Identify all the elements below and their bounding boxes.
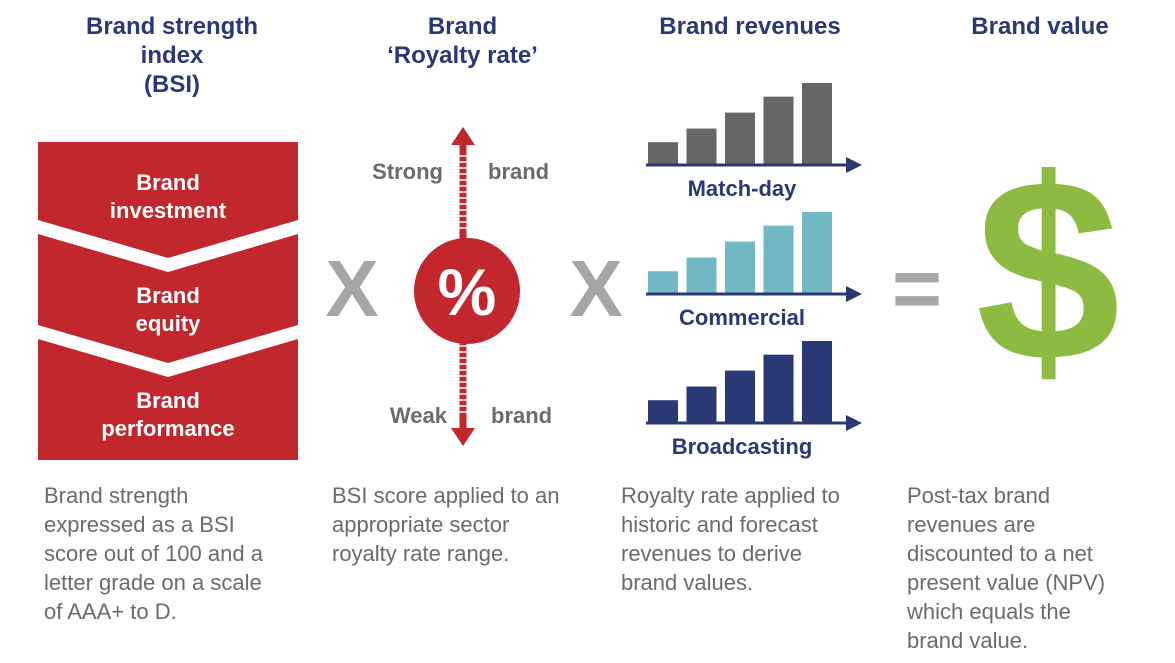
description-royalty-line-3: royalty rate range. xyxy=(332,541,510,566)
description-bsi: Brand strength expressed as a BSI score … xyxy=(44,481,314,626)
description-royalty-line-2: appropriate sector xyxy=(332,512,510,537)
bar-broadcasting-2 xyxy=(686,386,717,423)
bar-broadcasting-4 xyxy=(763,354,794,423)
dollar-icon: $ xyxy=(976,126,1121,416)
description-bsi-line-2: expressed as a BSI xyxy=(44,512,235,537)
description-bsi-line-4: letter grade on a scale xyxy=(44,570,262,595)
label-weak: Weak xyxy=(390,403,448,428)
bsi-label-equity-1: Brand xyxy=(136,283,200,308)
scale-ticks xyxy=(454,155,472,413)
description-bsi-line-5: of AAA+ to D. xyxy=(44,599,177,624)
bar-commercial-2 xyxy=(686,257,717,294)
bar-broadcasting-1 xyxy=(648,400,678,423)
description-value-line-4: present value (NPV) xyxy=(907,570,1106,595)
bar-match-day-1 xyxy=(648,142,678,165)
header-bsi-line-3: (BSI) xyxy=(144,71,200,98)
description-value-line-1: Post-tax brand xyxy=(907,483,1051,508)
bar-match-day-2 xyxy=(686,128,717,165)
axis-arrow-broadcasting xyxy=(846,415,862,431)
bar-match-day-5 xyxy=(802,83,832,165)
bar-match-day-3 xyxy=(725,112,755,165)
series-label-match-day: Match-day xyxy=(688,176,798,201)
label-weak-brand: brand xyxy=(491,403,552,428)
bsi-label-performance-1: Brand xyxy=(136,388,200,413)
description-value-line-5: which equals the xyxy=(907,599,1071,624)
description-value-line-6: brand value. xyxy=(907,628,1029,653)
royalty-scale: % Strong brand Weak brand xyxy=(372,127,552,446)
percent-symbol: % xyxy=(438,255,497,329)
multiply-operator-2: X xyxy=(569,244,622,333)
bsi-segment-performance xyxy=(38,339,298,460)
scale-arrow-down xyxy=(451,428,475,446)
equals-operator: = xyxy=(892,241,942,337)
axis-arrow-match-day xyxy=(846,157,862,173)
bar-commercial-1 xyxy=(648,271,678,294)
bsi-label-investment-2: investment xyxy=(110,198,227,223)
header-bsi-line-2: index xyxy=(140,42,204,69)
header-value: Brand value xyxy=(930,12,1150,41)
description-value: Post-tax brand revenues are discounted t… xyxy=(907,481,1167,655)
label-strong: Strong xyxy=(372,159,443,184)
bar-broadcasting-3 xyxy=(725,370,755,423)
bar-commercial-5 xyxy=(802,212,832,294)
bsi-segment-equity xyxy=(38,234,298,363)
header-royalty: Brand ‘Royalty rate’ xyxy=(345,12,580,70)
description-revenues: Royalty rate applied to historic and for… xyxy=(621,481,891,597)
description-value-line-2: revenues are xyxy=(907,512,1036,537)
description-bsi-line-3: score out of 100 and a xyxy=(44,541,263,566)
bar-broadcasting-5 xyxy=(802,341,832,423)
bsi-label-investment-1: Brand xyxy=(136,170,200,195)
header-bsi-line-1: Brand strength xyxy=(85,13,258,40)
bsi-segment-investment xyxy=(38,142,298,258)
description-bsi-line-1: Brand strength xyxy=(44,483,189,508)
bsi-label-performance-2: performance xyxy=(101,416,234,441)
header-royalty-line-2: ‘Royalty rate’ xyxy=(387,42,538,69)
series-label-commercial: Commercial xyxy=(679,305,805,330)
axis-arrow-commercial xyxy=(846,286,862,302)
bar-commercial-3 xyxy=(725,241,755,294)
description-value-line-3: discounted to a net xyxy=(907,541,1093,566)
label-strong-brand: brand xyxy=(488,159,549,184)
multiply-operator-1: X xyxy=(325,244,378,333)
header-value-line-1: Brand value xyxy=(971,13,1109,40)
series-label-broadcasting: Broadcasting xyxy=(672,434,813,459)
header-revenues-line-1: Brand revenues xyxy=(659,13,841,40)
header-revenues: Brand revenues xyxy=(630,12,870,41)
description-revenues-line-2: historic and forecast xyxy=(621,512,818,537)
description-revenues-line-4: brand values. xyxy=(621,570,754,595)
bar-match-day-4 xyxy=(763,96,794,165)
header-royalty-line-1: Brand xyxy=(427,13,498,40)
bsi-stack: Brand investment Brand equity Brand perf… xyxy=(38,142,298,460)
header-bsi: Brand strength index (BSI) xyxy=(52,12,292,99)
bar-commercial-4 xyxy=(763,225,794,294)
description-revenues-line-3: revenues to derive xyxy=(621,541,802,566)
description-royalty: BSI score applied to an appropriate sect… xyxy=(332,481,602,568)
royalty-circle xyxy=(414,238,520,344)
description-revenues-line-1: Royalty rate applied to xyxy=(621,483,840,508)
bsi-label-equity-2: equity xyxy=(136,311,202,336)
description-royalty-line-1: BSI score applied to an xyxy=(332,483,560,508)
scale-arrow-up xyxy=(451,127,475,145)
